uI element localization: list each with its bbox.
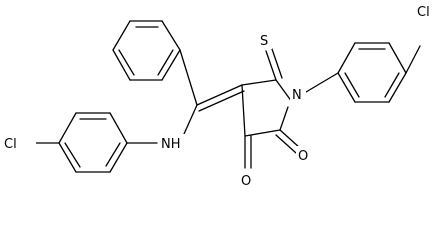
bond-phenyl-vinyl (179, 49, 198, 106)
atom-n-ring: N (292, 88, 302, 103)
structure-canvas: Cl NH N S O O Cl (2, 2, 436, 189)
bond-n-aryl (305, 72, 339, 93)
chlorophenyl-ring-left (58, 112, 128, 173)
atom-labels: Cl NH N S O O Cl (2, 2, 436, 189)
phenyl-ring-top (112, 20, 181, 81)
atom-nh: NH (161, 137, 181, 152)
atom-cl-right: Cl (417, 5, 430, 20)
carbonyl-lower (244, 135, 252, 169)
chlorophenyl-ring-right (337, 42, 407, 103)
atom-s-thione: S (260, 34, 268, 49)
bond-cl-right (405, 45, 421, 74)
thione-double-bond (265, 48, 283, 81)
pyrrolidine-ring (241, 79, 293, 137)
exocyclic-double-bond (196, 84, 245, 112)
molecule-diagram: Cl NH N S O O Cl (2, 2, 436, 189)
carbonyl-right (275, 129, 301, 154)
atom-o-lower: O (241, 174, 251, 189)
atom-cl-left: Cl (4, 137, 17, 152)
atom-o-upper: O (298, 149, 308, 164)
